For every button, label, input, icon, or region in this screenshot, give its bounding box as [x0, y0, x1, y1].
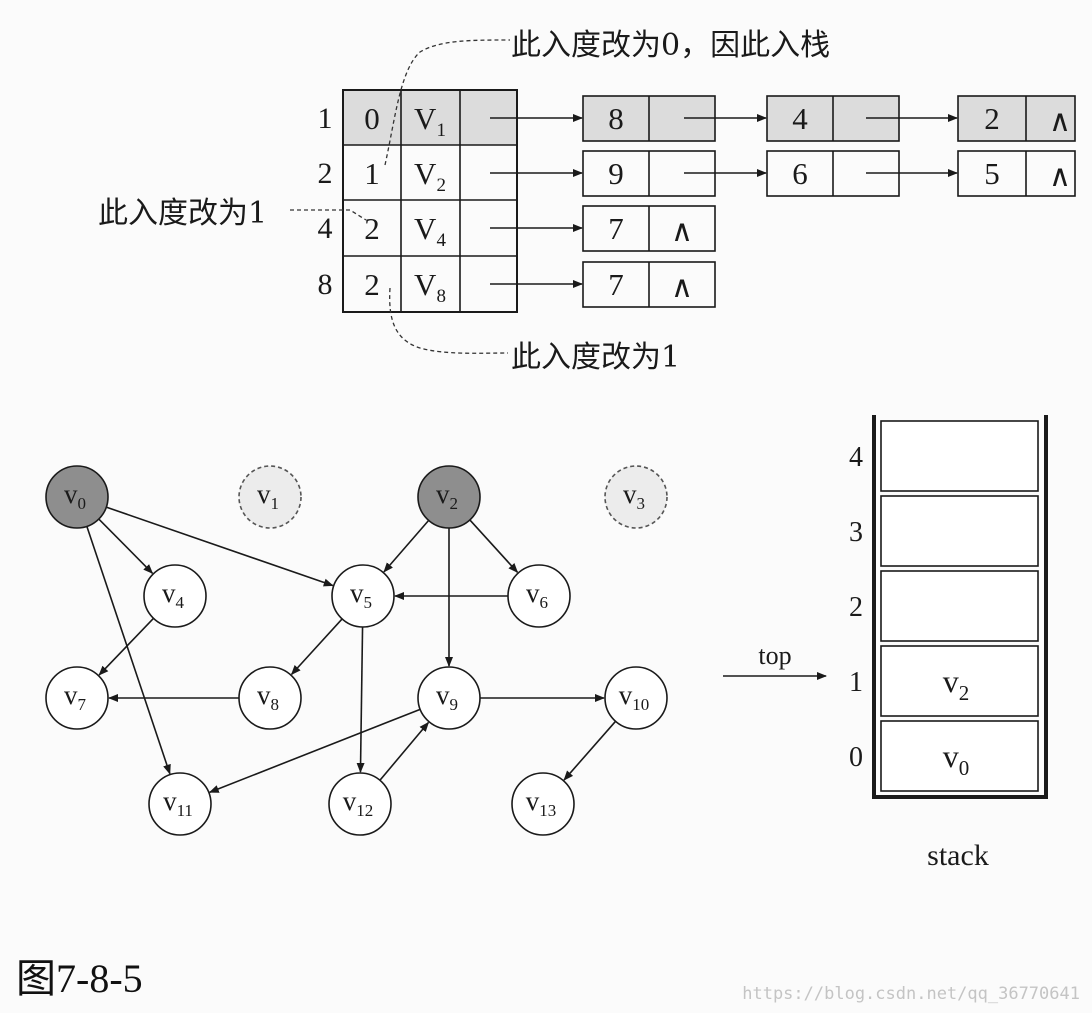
graph-edge-v9-v11 [208, 708, 421, 794]
edge-node-value: 8 [608, 101, 624, 136]
stack-index: 2 [849, 592, 863, 623]
stack-index: 3 [849, 517, 863, 548]
in-degree-cell: 2 [364, 267, 380, 302]
vertex-table [342, 89, 518, 313]
graph-edge-v5-v8 [290, 618, 343, 676]
stack-slot-3 [880, 495, 1039, 567]
stack: 4 3 2 1 v2 0 v0 stack top [723, 415, 1048, 872]
edge-node [957, 95, 1076, 142]
top-label: top [758, 641, 791, 670]
annotation-top: 此入度改为0，因此入栈 [511, 28, 830, 63]
graph-node-label: v10 [619, 680, 650, 714]
row-index: 4 [318, 212, 333, 245]
edge-node-value: 7 [608, 211, 624, 246]
graph-node-label: v12 [343, 786, 374, 820]
vertex-cell: V8 [414, 267, 446, 307]
graph-edge-v0-v5 [106, 506, 334, 587]
edge-node-value: 7 [608, 267, 624, 302]
graph-node-label: v13 [526, 786, 557, 820]
graph-edges [86, 506, 617, 794]
graph-edge-v0-v11 [86, 526, 171, 775]
highlighted-row-bg [343, 90, 517, 145]
graph-node-label: v6 [526, 578, 548, 612]
edge-node-value: 6 [792, 156, 808, 191]
graph-edge-v4-v7 [98, 617, 155, 676]
graph-node-v12: v12 [328, 772, 392, 836]
stack-label: stack [927, 839, 989, 872]
in-degree-cell: 1 [364, 156, 380, 191]
graph-node-label: v5 [350, 578, 372, 612]
stack-slots: 4 3 2 1 v2 0 v0 [849, 420, 1039, 792]
stack-index: 0 [849, 742, 863, 773]
graph-node-label: v7 [64, 680, 87, 714]
graph-nodes: v0 v1 v2 v3 v4 v5 v6 v7 v8 v9 v10 v11 v12 v13 [45, 465, 668, 836]
graph-node-v4: v4 [143, 564, 207, 628]
adjacency-list: 1 2 4 8 0 1 2 2 V1 V2 V4 V8 8 4 2 ∧ [98, 28, 1076, 375]
graph-node-label: v11 [163, 786, 193, 820]
edge-node-value: 2 [984, 101, 1000, 136]
edge-node [957, 150, 1076, 197]
row-index: 1 [318, 102, 333, 135]
graph-node-label: v1 [257, 479, 279, 513]
watermark: https://blog.csdn.net/qq_36770641 [742, 984, 1080, 1004]
graph-node-v10: v10 [604, 666, 668, 730]
stack-index: 4 [849, 442, 863, 473]
graph-node-v5: v5 [331, 564, 395, 628]
graph-node-v1: v1 [238, 465, 302, 529]
graph-node-v3: v3 [604, 465, 668, 529]
graph-node-label: v4 [162, 578, 185, 612]
stack-index: 1 [849, 667, 863, 698]
row-index: 8 [318, 268, 333, 301]
graph-node-v11: v11 [148, 772, 212, 836]
null-pointer-icon: ∧ [1049, 160, 1071, 193]
vertex-cell: V2 [414, 156, 446, 196]
figure-caption: 图7-8-5 [16, 956, 143, 1001]
dag-graph: v0 v1 v2 v3 v4 v5 v6 v7 v8 v9 v10 v11 v12 v13 [45, 465, 668, 836]
graph-node-v7: v7 [45, 666, 109, 730]
graph-node-label: v8 [257, 680, 279, 714]
null-pointer-icon: ∧ [671, 271, 693, 304]
null-pointer-icon: ∧ [1049, 105, 1071, 138]
pointer-arrows [490, 114, 958, 288]
graph-node-v6: v6 [507, 564, 571, 628]
graph-node-label: v9 [436, 680, 458, 714]
in-degree-cell: 0 [364, 101, 380, 136]
row-index: 2 [318, 157, 333, 190]
annotation-bottom: 此入度改为1 [511, 340, 680, 375]
graph-edge-v2-v5 [383, 519, 430, 573]
vertex-cell: V4 [414, 211, 446, 251]
annotation-leaders [290, 39, 511, 354]
stack-slot-value: v0 [943, 738, 970, 780]
graph-node-label: v0 [64, 479, 86, 513]
graph-edge-v0-v4 [98, 518, 154, 574]
graph-node-v2: v2 [417, 465, 481, 529]
graph-edge-v5-v12 [356, 626, 365, 774]
stack-slot-0 [880, 720, 1039, 792]
edge-node-value: 5 [984, 156, 1000, 191]
graph-node-v13: v13 [511, 772, 575, 836]
stack-slot-1 [880, 645, 1039, 717]
null-pointer-icon: ∧ [671, 215, 693, 248]
graph-node-label: v3 [623, 479, 645, 513]
stack-container [872, 415, 1048, 799]
stack-slot-2 [880, 570, 1039, 642]
graph-node-v8: v8 [238, 666, 302, 730]
in-degree-cell: 2 [364, 211, 380, 246]
vertex-cell: V1 [414, 101, 446, 141]
graph-node-v0: v0 [45, 465, 109, 529]
graph-edge-v10-v13 [563, 720, 617, 781]
stack-slot-4 [880, 420, 1039, 492]
edge-node-value: 4 [792, 101, 808, 136]
graph-edge-v2-v6 [469, 519, 519, 574]
edge-node-value: 9 [608, 156, 624, 191]
graph-node-label: v2 [436, 479, 458, 513]
graph-node-v9: v9 [417, 666, 481, 730]
annotation-left: 此入度改为1 [98, 196, 267, 231]
graph-edge-v12-v9 [379, 721, 430, 781]
stack-slot-value: v2 [943, 663, 970, 705]
